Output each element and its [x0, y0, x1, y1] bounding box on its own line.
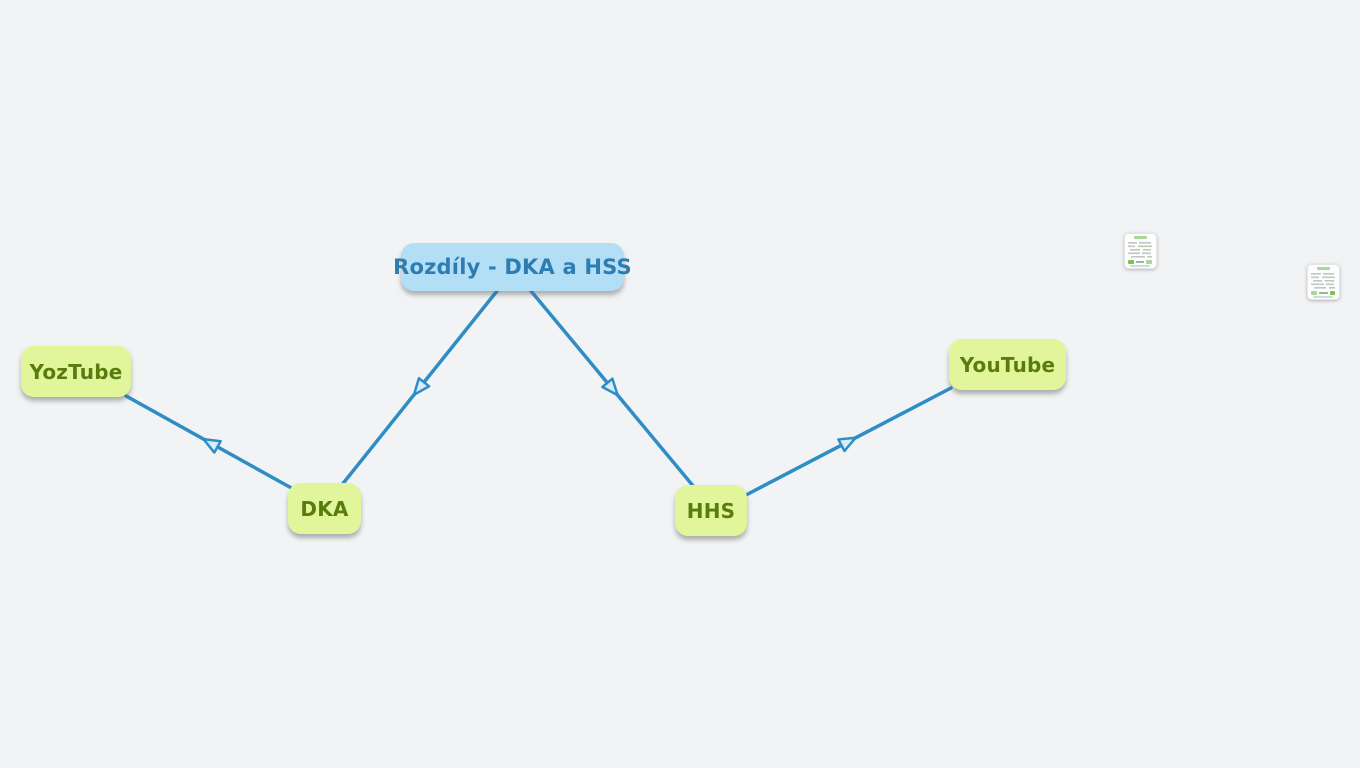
- mindmap-node-yoztube[interactable]: YozTube: [21, 346, 131, 397]
- arrowhead-dka-to-yoztube: [202, 437, 222, 454]
- arrowhead-root-to-hhs: [601, 377, 619, 397]
- node-label-youtube: YouTube: [959, 352, 1056, 377]
- mini-document-icon: [1307, 264, 1340, 300]
- mindmap-node-root[interactable]: Rozdíly - DKA a HSS: [393, 243, 632, 291]
- mindmap-node-youtube[interactable]: YouTube: [949, 339, 1066, 390]
- node-label-root: Rozdíly - DKA a HSS: [393, 255, 632, 279]
- mindmap-node-hhs[interactable]: HHS: [675, 485, 747, 536]
- node-label-dka: DKA: [300, 496, 349, 521]
- distant-mindmap-thumbnail-1[interactable]: [1124, 233, 1157, 269]
- node-label-yoztube: YozTube: [29, 359, 123, 384]
- mindmap-node-dka[interactable]: DKA: [288, 483, 361, 534]
- mini-document-icon: [1124, 233, 1157, 269]
- arrowhead-hhs-to-youtube: [837, 436, 857, 453]
- node-label-hhs: HHS: [686, 498, 736, 523]
- arrowhead-root-to-dka: [412, 376, 431, 396]
- distant-mindmap-thumbnail-2[interactable]: [1307, 264, 1340, 300]
